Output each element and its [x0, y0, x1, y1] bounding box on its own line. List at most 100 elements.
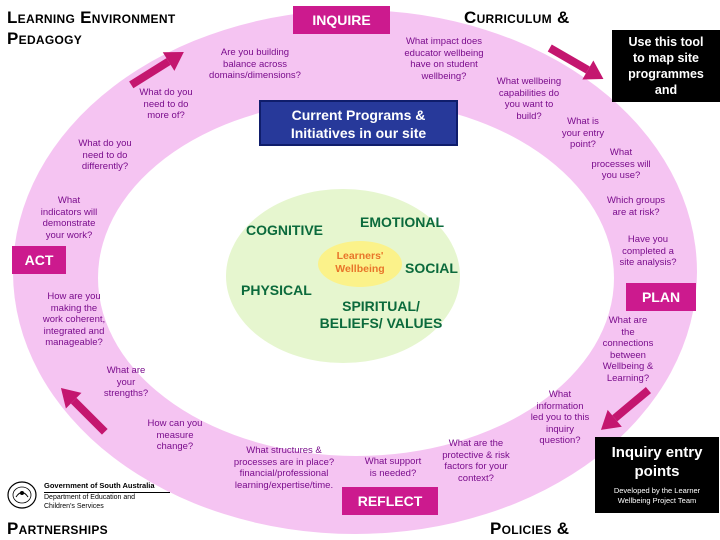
arrow-top-right: [547, 44, 604, 80]
core-line-2: Wellbeing: [335, 263, 385, 275]
question-line: more of?: [147, 110, 185, 121]
question-line: How are you: [47, 291, 101, 302]
dimension-social: SOCIAL: [405, 260, 458, 276]
current-programs-line-1: Current Programs &: [291, 107, 426, 123]
current-programs-line-2: Initiatives in our site: [290, 125, 427, 141]
question-line: domains/dimensions?: [209, 70, 301, 81]
question-line: What: [609, 147, 633, 158]
dimension-spiritual: SPIRITUAL/ BELIEFS/ VALUES: [308, 298, 454, 332]
question-line: Wellbeing &: [602, 361, 654, 372]
tool-line-4: and: [654, 83, 678, 97]
question-line: completed a: [622, 245, 674, 257]
government-logo: Government of South Australia Department…: [6, 480, 176, 514]
question-line: wellbeing?: [421, 70, 467, 82]
question-line: question?: [539, 435, 581, 446]
question-line: work coherent,: [42, 314, 106, 325]
question-line: protective & risk: [442, 449, 510, 461]
logo-divider: [44, 492, 170, 493]
phase-plan: PLAN: [626, 283, 696, 311]
question-line: learning/expertise/time.: [234, 479, 334, 491]
question-line: inquiry: [546, 423, 574, 435]
inquiry-sub-line-2: Wellbeing Project Team: [617, 496, 697, 505]
question-line: your: [116, 376, 136, 388]
question-line: context?: [458, 472, 494, 484]
current-programs-box: Current Programs & Initiatives in our si…: [259, 100, 458, 146]
tool-line-2: to map site: [633, 51, 699, 65]
gov-name: Government of South Australia: [44, 481, 155, 490]
heading-curriculum: Curriculum &: [464, 8, 570, 27]
question-line: financial/professional: [239, 468, 329, 479]
question-line: connections: [602, 338, 654, 349]
question-line: capabilities do: [498, 87, 560, 99]
crest-icon: [7, 481, 37, 509]
question-line: manageable?: [45, 337, 103, 348]
question-line: What is: [567, 116, 599, 127]
dimension-cognitive: COGNITIVE: [246, 222, 324, 238]
question-line: differently?: [81, 161, 129, 172]
inquiry-sub-line-1: Developed by the Learner: [613, 486, 701, 495]
spiritual-line-2: BELIEFS/ VALUES: [319, 315, 443, 331]
inquiry-entry-box: Inquiry entry points Developed by the Le…: [595, 437, 719, 513]
question-line: measure: [156, 429, 194, 441]
question-line: making the: [50, 302, 98, 314]
question-line: processes will: [591, 158, 651, 170]
question-line: you want to: [504, 99, 554, 110]
question-line: Learning?: [606, 372, 650, 384]
heading-line-1: Learning Environment: [7, 8, 176, 27]
learners-wellbeing-label: Learners' Wellbeing: [322, 250, 398, 276]
arrow-top-left: [129, 51, 184, 89]
spiritual-line-1: SPIRITUAL/: [342, 298, 420, 314]
dept-line-1: Department of Education and: [44, 494, 136, 501]
dimension-emotional: EMOTIONAL: [360, 214, 444, 230]
question-line: site analysis?: [619, 257, 677, 268]
question-line: strengths?: [103, 388, 149, 399]
question-line: factors for your: [444, 461, 508, 472]
question-line: What wellbeing: [496, 76, 562, 87]
phase-inquire: INQUIRE: [293, 6, 390, 34]
question-line: led you to this: [530, 412, 590, 423]
phase-act: ACT: [12, 246, 66, 274]
heading-learning-environment: Learning Environment Pedagogy: [7, 7, 175, 49]
tool-line-3: programmes: [628, 67, 704, 81]
question-line: integrated and: [43, 325, 105, 337]
arrow-bottom-left: [60, 387, 108, 435]
tool-instruction-box: Use this tool to map site programmes and: [612, 30, 720, 102]
phase-reflect: REFLECT: [342, 487, 438, 515]
question-line: you use?: [601, 170, 641, 181]
question-line: What do you: [139, 87, 193, 98]
question-line: Have you: [627, 234, 669, 245]
dept-line-2: Children's Services: [44, 503, 104, 510]
question-line: is needed?: [369, 467, 417, 479]
question-line: your entry: [561, 127, 605, 139]
question-line: build?: [516, 110, 542, 122]
question-structures: What structures &processes are in place?…: [224, 445, 344, 491]
heading-policies: Policies &: [490, 519, 570, 538]
question-line: need to do: [82, 149, 128, 161]
question-line: Are you building: [220, 47, 290, 58]
arrow-bottom-right: [600, 386, 652, 430]
question-line: need to do: [143, 98, 189, 110]
question-line: What: [57, 195, 81, 206]
question-line: have on student: [410, 59, 478, 70]
question-line: What are: [106, 365, 146, 376]
question-line: your work?: [45, 229, 93, 241]
question-line: What: [548, 389, 572, 400]
question-line: are at risk?: [612, 206, 660, 218]
question-line: information: [536, 400, 584, 412]
question-line: between: [610, 349, 646, 361]
